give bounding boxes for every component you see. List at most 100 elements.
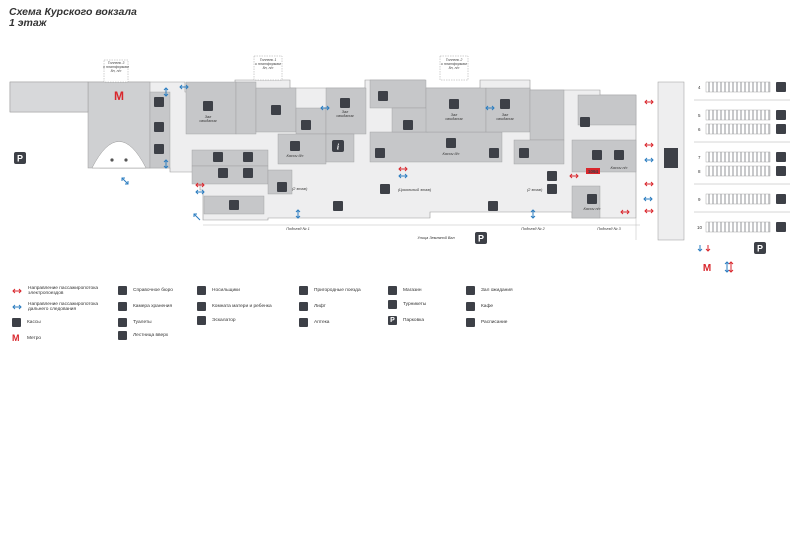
cafe-icon [466, 302, 475, 311]
legend-item: Эскалатор [197, 316, 236, 325]
entrance-label: Подъезд № 3 [597, 227, 621, 231]
legend-label: Комната матери и ребенка [212, 304, 272, 309]
legend-item: Кафе [466, 302, 493, 311]
platform-number: 7 [698, 155, 701, 160]
platform-building [657, 81, 685, 241]
escalator-icon [197, 316, 206, 325]
legend-item: Кассы [12, 318, 41, 327]
metro-icon-right: M [703, 263, 711, 274]
pharmacy-icon [299, 318, 308, 327]
flow-arrows [121, 84, 734, 273]
metro-wing [9, 81, 151, 169]
legend-label: Носильщики [212, 288, 240, 293]
svg-text:i: i [337, 143, 340, 152]
platform-number: 9 [698, 197, 701, 202]
legend-item: Носильщики [197, 286, 240, 295]
legend-item: Магазин [388, 286, 422, 295]
ticket-office-label: Кассы д/с [286, 154, 303, 158]
stairs-up-icon [118, 331, 127, 340]
tickets-icon [12, 318, 21, 327]
legend-label: Пригородные поезда [314, 288, 361, 293]
parking-icon-right: P [754, 242, 766, 254]
platform-number: 5 [698, 113, 701, 118]
svg-text:1094: 1094 [588, 169, 599, 174]
metro-icon: M [114, 89, 124, 103]
legend-item: Камера хранения [118, 302, 172, 311]
platform-number: 4 [698, 85, 701, 90]
mother-child-icon [197, 302, 206, 311]
info-icon [118, 286, 127, 295]
legend-label: Туалеты [133, 320, 152, 325]
shop-icon [388, 286, 397, 295]
legend-label: Расписание [481, 320, 508, 325]
svg-text:P: P [17, 154, 23, 164]
map-title: Схема Курского вокзала 1 этаж [9, 7, 137, 29]
legend-item: Турникеты [388, 300, 426, 309]
legend-item: Расписание [466, 318, 507, 327]
porters-icon [197, 286, 206, 295]
legend-label: Справочное бюро [133, 288, 173, 293]
legend-label: Магазин [403, 288, 422, 293]
svg-text:M: M [114, 89, 124, 103]
legend-label: Лифт [314, 304, 326, 309]
legend-label: Лестница вверх [133, 333, 169, 338]
svg-text:P: P [478, 234, 484, 244]
floor-label: (2 этаж) [292, 187, 308, 191]
floor-label: (Цокольный этаж) [398, 188, 432, 192]
legend-label: Кафе [481, 304, 494, 309]
platforms [694, 81, 790, 233]
legend-label: Направление пассажиропотока электропоезд… [28, 286, 99, 296]
legend-item: Направление пассажиропотока электропоезд… [12, 286, 102, 296]
legend-item: Зал ожидания [466, 286, 513, 295]
legend-item: Лифт [299, 302, 326, 311]
info-icon: i [332, 140, 344, 152]
waiting-room-icon [466, 286, 475, 295]
platform-number: 8 [698, 169, 701, 174]
entrance-label: Подъезд № 1 [286, 227, 310, 231]
legend-label: Аптека [314, 320, 330, 325]
svg-text:M: M [703, 263, 711, 274]
room-number-badge: 1094 [586, 168, 600, 174]
lift-icon [299, 302, 308, 311]
platform-numbers: 4 5 6 7 8 9 10 [697, 85, 703, 230]
map-title-line1: Схема Курского вокзала [9, 6, 137, 18]
turnstile-icon [388, 300, 397, 309]
blue-double-arrow-icon [12, 304, 22, 310]
legend-item: Комната матери и ребенка [197, 302, 272, 311]
legend-label: Направление пассажиропотока дальнего сле… [28, 302, 99, 312]
svg-text:P: P [757, 244, 763, 254]
legend-label: Кассы [27, 320, 41, 325]
ticket-office-label: Кассы п/с [583, 207, 600, 211]
legend-item: Аптека [299, 318, 329, 327]
entrance-label: Подъезд № 2 [521, 227, 545, 231]
parking-icon-left: P [14, 152, 26, 164]
legend-item: P Парковка [388, 316, 424, 325]
legend-label: Парковка [403, 318, 425, 323]
legend-item: Направление пассажиропотока дальнего сле… [12, 302, 102, 312]
legend-label: Эскалатор [212, 318, 236, 323]
map-title-line2: 1 этаж [9, 17, 47, 29]
legend-label: Метро [27, 336, 42, 341]
toilet-icon [118, 318, 127, 327]
legend-label: Камера хранения [133, 304, 173, 309]
train-icons [776, 82, 786, 232]
street-label: Улица Земляной Вал [417, 236, 455, 240]
ticket-office-label: Кассы д/с [442, 152, 459, 156]
platform-number: 10 [697, 225, 703, 230]
legend-item: Туалеты [118, 318, 152, 327]
platform-number: 6 [698, 127, 701, 132]
red-double-arrow-icon [12, 288, 22, 294]
legend-item: Пригородные поезда [299, 286, 361, 295]
train-tickets-icon [299, 286, 308, 295]
